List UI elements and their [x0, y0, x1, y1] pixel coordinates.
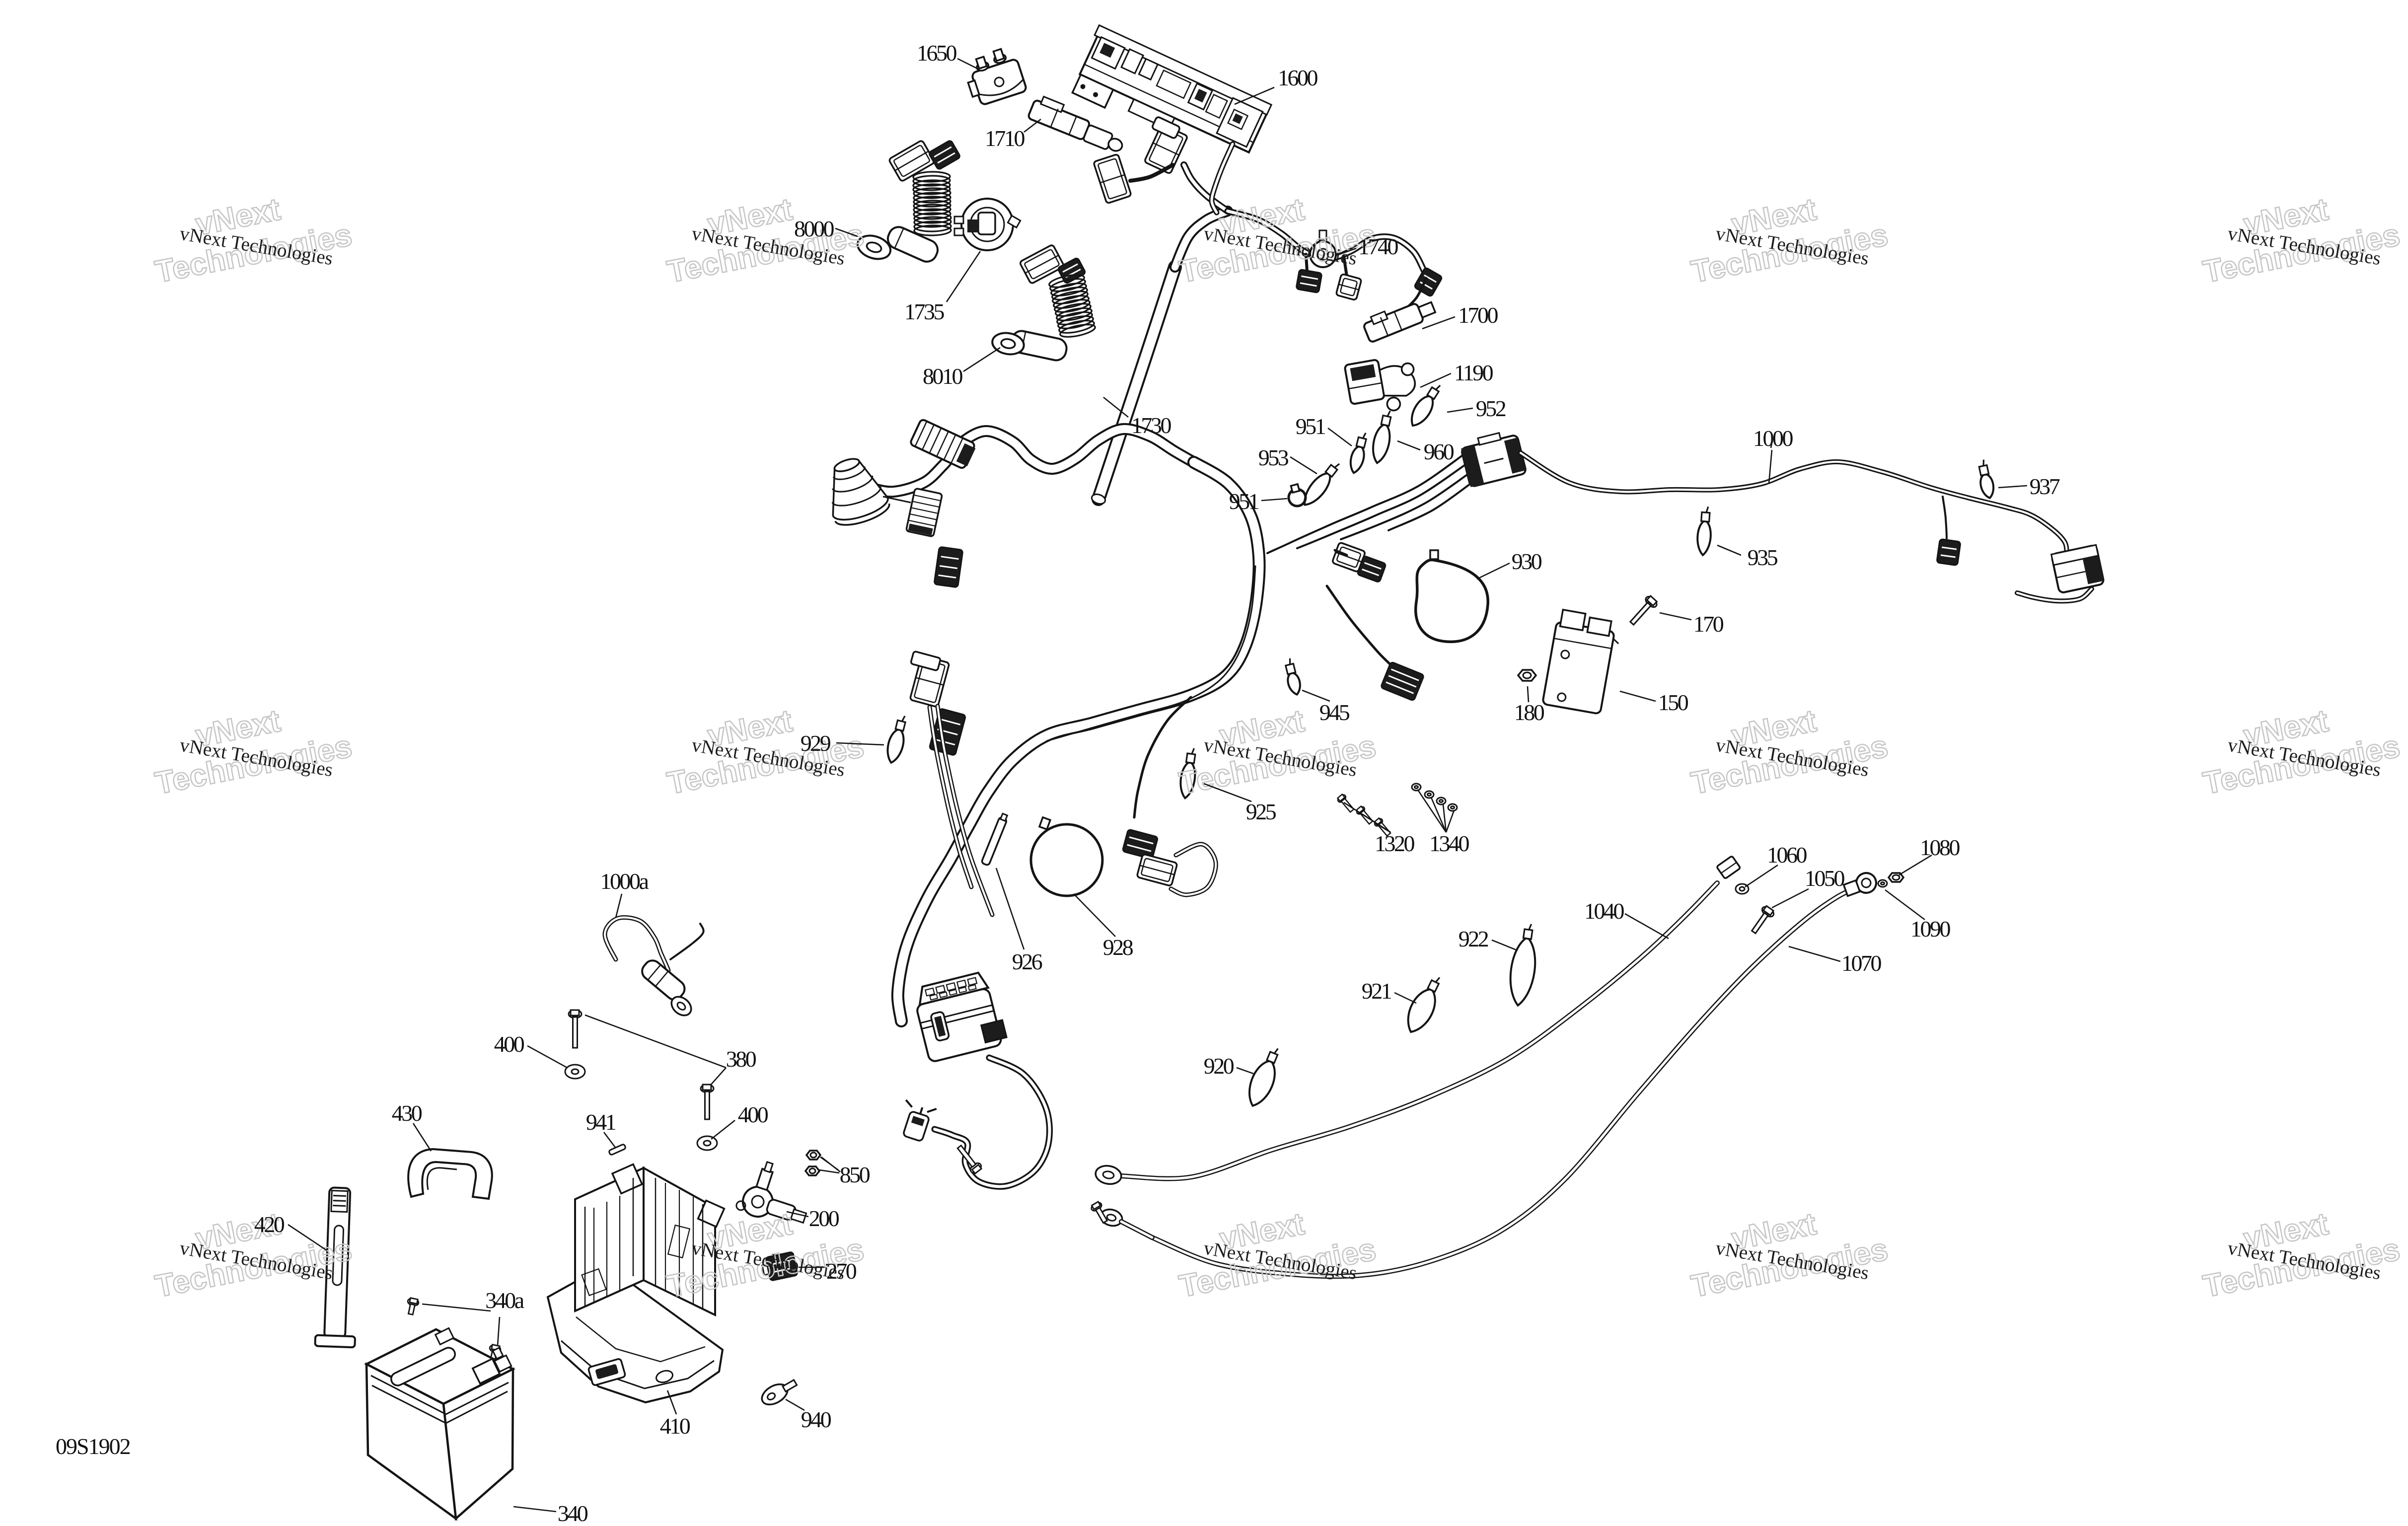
svg-text:170: 170 — [1693, 611, 1724, 637]
svg-text:270: 270 — [826, 1258, 857, 1284]
svg-text:380: 380 — [726, 1046, 756, 1072]
svg-text:150: 150 — [1658, 690, 1688, 715]
svg-text:951: 951 — [1229, 489, 1259, 514]
svg-text:935: 935 — [1748, 545, 1778, 570]
svg-text:1340: 1340 — [1429, 831, 1469, 856]
svg-text:1090: 1090 — [1910, 916, 1951, 942]
svg-text:1050: 1050 — [1805, 866, 1845, 891]
svg-text:929: 929 — [801, 730, 831, 756]
svg-text:430: 430 — [392, 1100, 422, 1126]
svg-text:09S1902: 09S1902 — [56, 1434, 130, 1459]
svg-text:850: 850 — [840, 1162, 870, 1187]
svg-text:8000: 8000 — [794, 216, 834, 241]
svg-text:1730: 1730 — [1131, 413, 1171, 438]
svg-text:420: 420 — [254, 1212, 285, 1237]
svg-text:1700: 1700 — [1458, 302, 1498, 328]
svg-text:951: 951 — [1296, 414, 1325, 439]
svg-text:941: 941 — [586, 1109, 616, 1135]
svg-text:926: 926 — [1012, 949, 1042, 974]
svg-text:952: 952 — [1476, 396, 1506, 421]
svg-text:1000: 1000 — [1753, 426, 1793, 451]
svg-text:960: 960 — [1424, 439, 1454, 464]
svg-text:1735: 1735 — [904, 299, 945, 324]
svg-text:937: 937 — [2030, 474, 2060, 499]
svg-text:925: 925 — [1246, 799, 1276, 824]
svg-text:930: 930 — [1512, 549, 1542, 574]
svg-text:400: 400 — [494, 1031, 524, 1057]
svg-text:922: 922 — [1459, 926, 1488, 951]
svg-text:921: 921 — [1362, 978, 1391, 1004]
svg-text:1190: 1190 — [1454, 360, 1493, 385]
svg-text:1740: 1740 — [1358, 234, 1398, 259]
svg-text:1650: 1650 — [917, 40, 957, 66]
svg-text:1600: 1600 — [1278, 65, 1318, 90]
svg-text:940: 940 — [801, 1407, 831, 1432]
svg-text:340: 340 — [558, 1501, 588, 1526]
svg-text:920: 920 — [1204, 1053, 1234, 1079]
svg-text:8010: 8010 — [923, 363, 963, 389]
svg-text:410: 410 — [660, 1413, 690, 1439]
svg-text:1070: 1070 — [1841, 950, 1882, 976]
svg-text:1320: 1320 — [1375, 831, 1415, 856]
svg-text:953: 953 — [1258, 445, 1289, 470]
svg-text:1000a: 1000a — [600, 869, 649, 894]
svg-text:928: 928 — [1103, 935, 1133, 960]
svg-text:945: 945 — [1319, 700, 1350, 725]
svg-text:1040: 1040 — [1584, 898, 1624, 924]
svg-text:1060: 1060 — [1767, 842, 1807, 868]
svg-text:1710: 1710 — [985, 126, 1025, 151]
svg-text:340a: 340a — [485, 1288, 524, 1313]
svg-text:1080: 1080 — [1920, 835, 1960, 860]
svg-text:200: 200 — [809, 1206, 839, 1231]
svg-text:180: 180 — [1514, 700, 1544, 725]
svg-text:400: 400 — [738, 1102, 768, 1127]
